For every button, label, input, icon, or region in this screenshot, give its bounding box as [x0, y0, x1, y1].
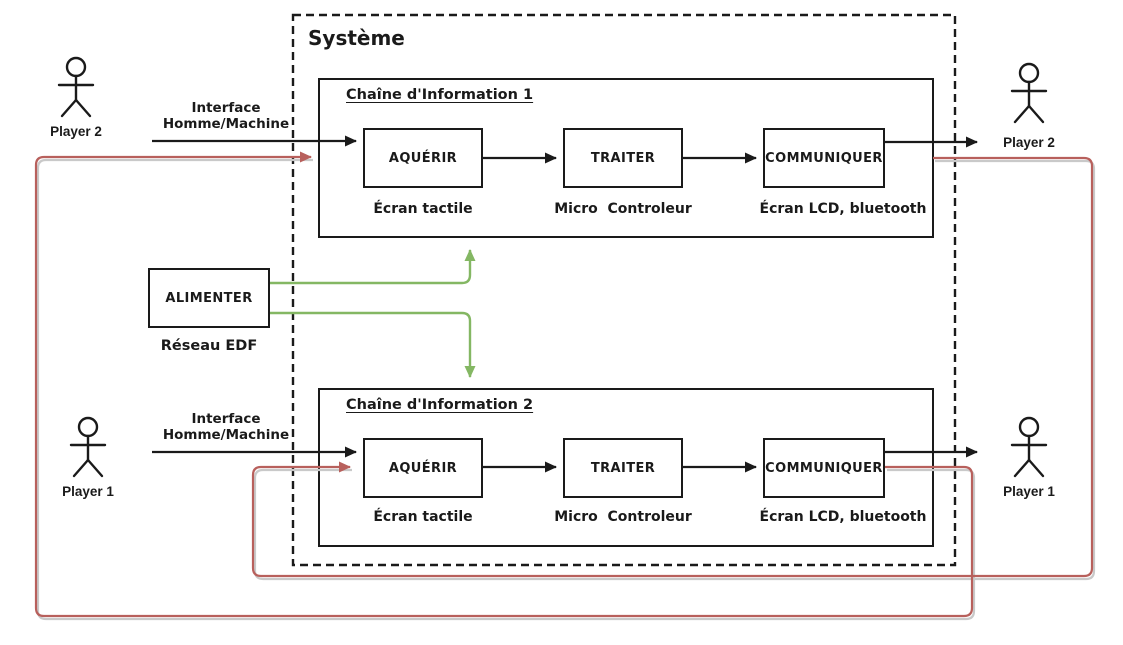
actor-label-top-left: Player 2 [50, 124, 102, 139]
system-title: Système [308, 26, 405, 50]
block-communiquer-1: COMMUNIQUER [763, 128, 885, 188]
device-label-ecran-lcd-1: Écran LCD, bluetooth [759, 201, 927, 217]
power-arrow-chain-1 [270, 249, 476, 285]
actor-icon-top-right [1010, 62, 1048, 124]
block-traiter-1-label: TRAITER [590, 150, 656, 166]
power-lines [270, 249, 476, 378]
hmi-label-bottom-line2: Homme/Machine [162, 427, 290, 443]
actor-label-top-right: Player 2 [1003, 135, 1055, 150]
device-label-micro-controleur-1: Micro Controleur [554, 201, 692, 217]
power-source-label: Réseau EDF [160, 338, 258, 354]
device-label-ecran-tactile-1: Écran tactile [373, 201, 473, 217]
block-alimenter: ALIMENTER [148, 268, 270, 328]
block-alimenter-label: ALIMENTER [165, 290, 253, 306]
block-communiquer-2-label: COMMUNIQUER [765, 460, 883, 476]
actor-icon-top-left [57, 56, 95, 118]
block-acquerir-2-label: AQUÉRIR [388, 460, 458, 476]
actor-icon-bottom-right [1010, 416, 1048, 478]
block-traiter-2-label: TRAITER [590, 460, 656, 476]
block-communiquer-1-label: COMMUNIQUER [765, 150, 883, 166]
hmi-label-bottom-line1: Interface [191, 411, 261, 427]
block-acquerir-1-label: AQUÉRIR [388, 150, 458, 166]
hmi-label-top: Interface Homme/Machine [146, 100, 306, 132]
actor-label-bottom-right: Player 1 [1003, 484, 1055, 499]
actor-icon-bottom-left [69, 416, 107, 478]
device-label-micro-controleur-2: Micro Controleur [554, 509, 692, 525]
actor-label-bottom-left: Player 1 [62, 484, 114, 499]
power-arrow-chain-2 [270, 311, 476, 378]
block-traiter-1: TRAITER [563, 128, 683, 188]
block-communiquer-2: COMMUNIQUER [763, 438, 885, 498]
hmi-label-top-line2: Homme/Machine [162, 116, 290, 132]
device-label-ecran-lcd-2: Écran LCD, bluetooth [759, 509, 927, 525]
block-acquerir-1: AQUÉRIR [363, 128, 483, 188]
block-acquerir-2: AQUÉRIR [363, 438, 483, 498]
device-label-ecran-tactile-2: Écran tactile [373, 509, 473, 525]
chain-2-title: Chaîne d'Information 2 [346, 397, 534, 413]
chain-1-title: Chaîne d'Information 1 [346, 87, 534, 103]
hmi-label-top-line1: Interface [191, 100, 261, 116]
hmi-label-bottom: Interface Homme/Machine [146, 411, 306, 443]
block-traiter-2: TRAITER [563, 438, 683, 498]
